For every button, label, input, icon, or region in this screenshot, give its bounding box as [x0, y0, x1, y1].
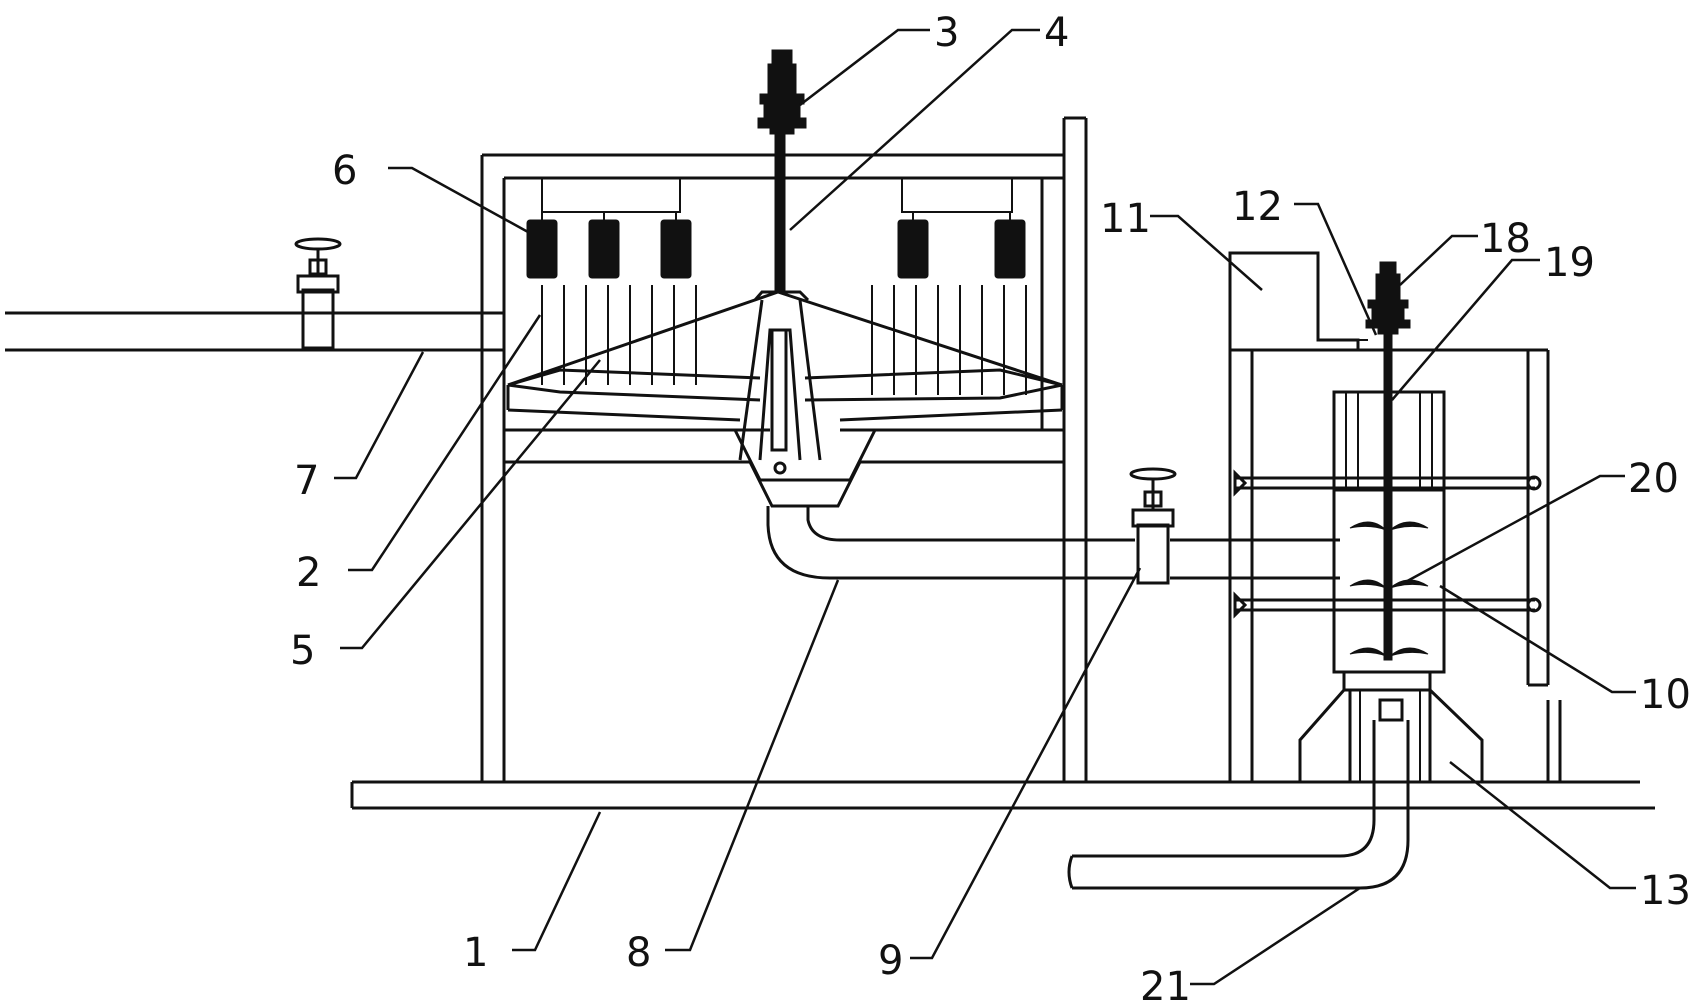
label-21: 21 [1140, 964, 1191, 1003]
label-1: 1 [463, 930, 488, 976]
label-13: 13 [1640, 868, 1691, 914]
right-tank-frame [1228, 348, 1562, 782]
inlet-pipe [5, 311, 506, 352]
label-11: 11 [1100, 196, 1151, 242]
agitator-blades [1349, 521, 1429, 657]
central-shaft [738, 129, 822, 475]
label-6: 6 [332, 148, 357, 194]
inlet-valve [294, 237, 342, 350]
agitator-motor [1365, 261, 1411, 335]
label-18: 18 [1480, 216, 1531, 262]
control-box [1228, 251, 1360, 350]
discharge-pipe [1067, 720, 1410, 890]
settling-hopper [1298, 670, 1484, 784]
outlet-valve [1129, 467, 1177, 585]
ballast-blocks [526, 212, 1026, 279]
label-7: 7 [294, 458, 319, 504]
outlet-pipe [766, 506, 1340, 580]
label-12: 12 [1232, 184, 1283, 230]
label-4: 4 [1044, 10, 1069, 56]
label-2: 2 [296, 550, 321, 596]
label-8: 8 [626, 930, 651, 976]
agitator-shaft [1383, 329, 1393, 661]
label-19: 19 [1544, 240, 1595, 286]
shaft-motor [757, 49, 807, 135]
hanger-supports [541, 178, 1013, 213]
leader-lines [334, 28, 1636, 986]
callout-labels: 1 2 3 4 5 6 7 8 9 10 11 12 13 18 19 20 2… [290, 10, 1691, 1003]
label-10: 10 [1640, 672, 1691, 718]
label-3: 3 [934, 10, 959, 56]
collection-arms [506, 290, 1064, 422]
label-9: 9 [878, 938, 903, 984]
filter-strands [541, 285, 1027, 395]
ground-base [350, 780, 1655, 810]
label-20: 20 [1628, 456, 1679, 502]
label-5: 5 [290, 628, 315, 674]
